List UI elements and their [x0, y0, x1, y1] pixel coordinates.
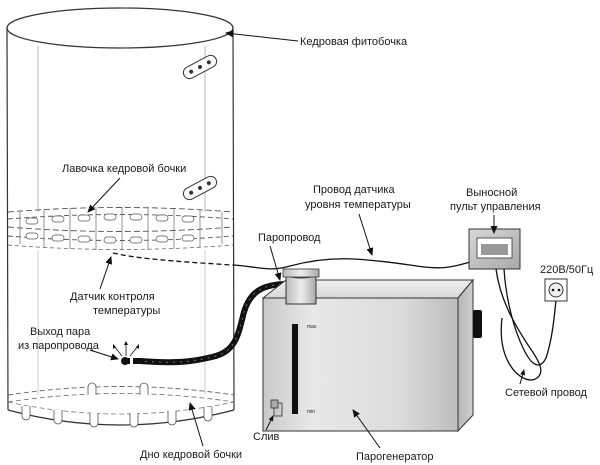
generator-pipe-outlet — [282, 268, 320, 305]
door-handle-lower — [182, 175, 218, 201]
steam-outlet-nozzle — [113, 341, 139, 365]
gauge-max-label: max — [307, 324, 317, 330]
door-handle-upper — [182, 54, 218, 80]
label-barrel: Кедровая фитобочка — [300, 36, 408, 48]
leader-bench — [87, 177, 121, 213]
generator-side-knob — [473, 310, 482, 338]
temperature-sensor-wire — [233, 258, 471, 270]
steam-generator: max min — [261, 268, 482, 433]
cedar-barrel — [6, 7, 235, 428]
power-cord — [495, 268, 557, 381]
leader-steam-outlet — [89, 349, 119, 361]
leader-power-cord — [519, 369, 526, 385]
barrel-right-wall — [232, 27, 235, 411]
leader-barrel — [225, 30, 299, 42]
label-power-spec: 220В/50Гц — [540, 264, 594, 276]
label-power-cord: Сетевой провод — [505, 387, 588, 399]
steam-pipe-hose — [127, 281, 291, 366]
label-temp-sensor-1: Датчик контроля — [70, 291, 155, 303]
leader-steam-pipe — [269, 245, 282, 281]
label-steam-generator: Парогенератор — [356, 451, 433, 463]
drain-valve — [270, 399, 283, 417]
leader-steam-generator — [352, 409, 381, 449]
barrel-left-wall — [6, 27, 9, 411]
label-steam-pipe: Паропровод — [258, 232, 321, 244]
label-drain: Слив — [253, 431, 280, 443]
label-temp-sensor-2: температуры — [93, 305, 160, 317]
barrel-bench — [7, 207, 234, 250]
temperature-sensor-cable-inner — [112, 252, 235, 266]
barrel-bottom — [7, 382, 235, 428]
label-bench: Лавочка кедровой бочки — [62, 163, 186, 175]
label-sensor-wire-1: Провод датчика — [313, 184, 395, 196]
leader-barrel-bottom — [188, 402, 204, 447]
leader-sensor-wire — [358, 213, 374, 256]
label-steam-outlet-1: Выход пара — [30, 326, 91, 338]
leader-drain — [265, 415, 274, 431]
label-remote-2: пульт управления — [450, 201, 541, 213]
label-barrel-bottom: Дно кедровой бочки — [140, 449, 242, 461]
gauge-min-label: min — [307, 409, 315, 415]
leader-temp-sensor — [99, 256, 113, 290]
wall-outlet — [544, 278, 568, 302]
label-remote-1: Выносной — [466, 187, 517, 199]
water-level-gauge — [292, 324, 298, 414]
label-steam-outlet-2: из паропровода — [18, 340, 100, 352]
label-sensor-wire-2: уровня температуры — [305, 199, 411, 211]
barrel-top-rim — [6, 7, 234, 49]
remote-control-panel — [468, 228, 521, 270]
